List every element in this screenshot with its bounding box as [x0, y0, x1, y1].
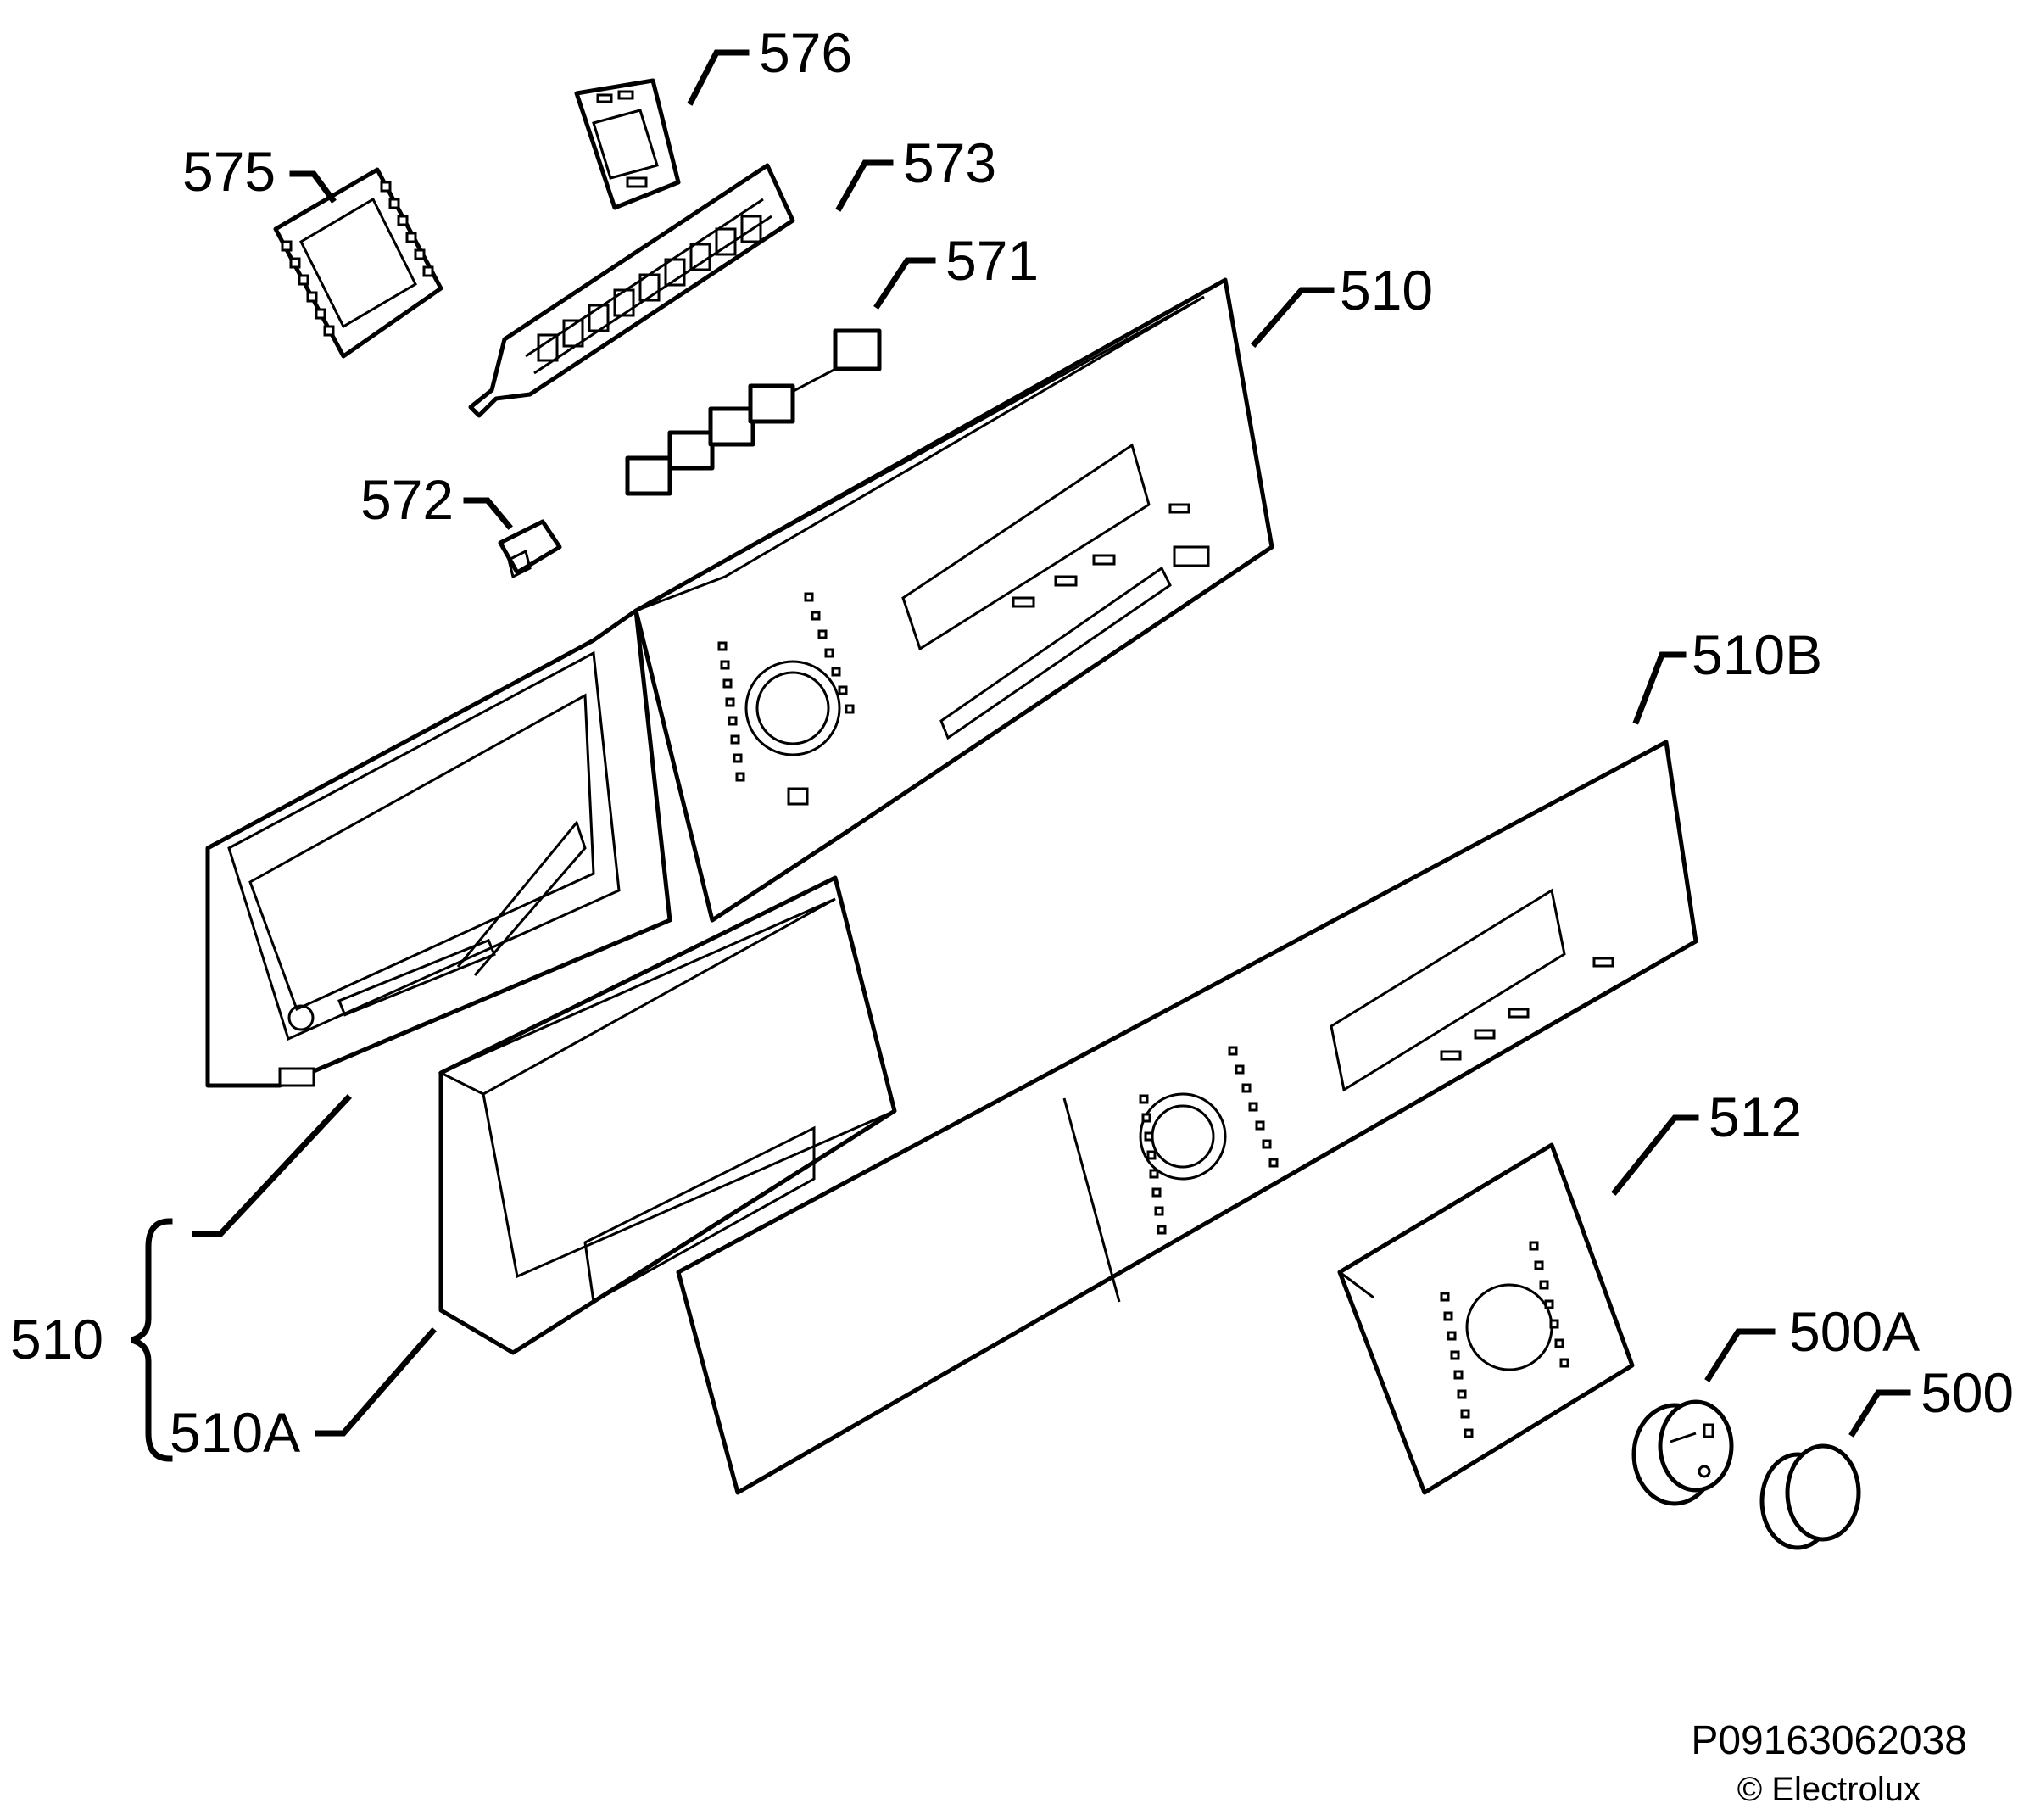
part-510b-decor-panel[interactable] — [676, 740, 1698, 1495]
part-510a-drawer-front[interactable] — [438, 875, 897, 1355]
drawing-code: P09163062038 — [1691, 1718, 1967, 1763]
part-500a-knob-insert[interactable] — [1631, 1399, 1734, 1506]
label-575: 575 — [182, 140, 276, 203]
label-572: 572 — [360, 468, 454, 531]
part-571-button-switches[interactable] — [625, 328, 882, 496]
label-576: 576 — [759, 21, 852, 84]
part-512-knob-panel[interactable] — [1337, 1142, 1635, 1495]
label-510-group: 510 — [10, 1308, 103, 1371]
label-500a: 500A — [1789, 1300, 1920, 1363]
copyright-notice: © Electrolux — [1737, 1771, 1921, 1808]
part-575-frame[interactable] — [273, 167, 443, 359]
label-512: 512 — [1709, 1086, 1802, 1148]
part-510-control-panel[interactable] — [205, 277, 1274, 1088]
part-573-control-board[interactable] — [468, 163, 795, 418]
label-573: 573 — [903, 131, 996, 194]
label-510a: 510A — [170, 1401, 300, 1464]
part-576-display-module[interactable] — [574, 78, 681, 210]
label-571: 571 — [945, 229, 1039, 292]
label-510b: 510B — [1692, 623, 1822, 686]
label-510-top: 510 — [1340, 259, 1433, 321]
label-500: 500 — [1921, 1361, 2014, 1424]
part-572-switch[interactable] — [498, 519, 562, 579]
leader-lines — [130, 49, 1911, 1462]
part-500-knob-cap[interactable] — [1759, 1443, 1861, 1550]
